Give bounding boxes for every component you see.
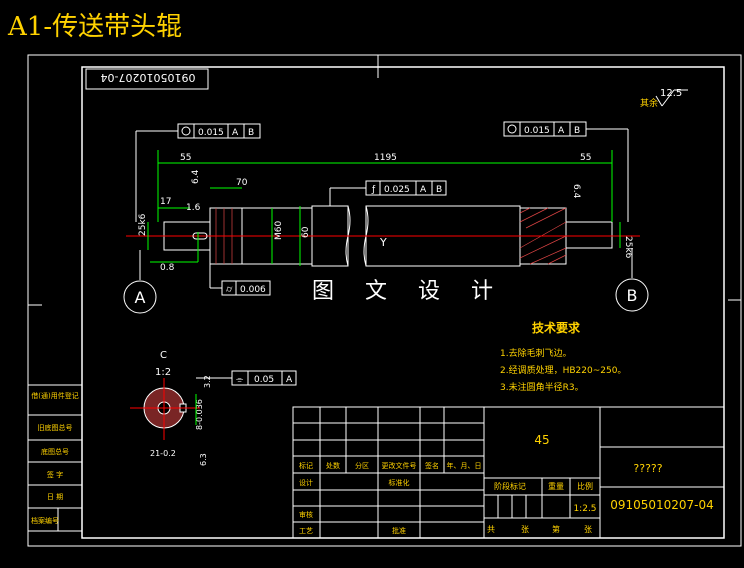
left-strip xyxy=(27,384,83,532)
datum-a: A xyxy=(135,288,146,307)
strip-4: 签 字 xyxy=(47,470,63,479)
dim-8: 8-0.036 xyxy=(195,399,204,430)
dim-55-right: 55 xyxy=(580,153,591,163)
scale-label: 比例 xyxy=(577,481,593,491)
datum-b: B xyxy=(627,286,638,305)
tolerance-frame-sym xyxy=(231,370,297,386)
svg-text:Y: Y xyxy=(379,236,387,249)
dim-0-8: 0.8 xyxy=(160,263,175,273)
rev-h6: 年、月、日 xyxy=(447,461,482,470)
svg-text:A: A xyxy=(420,185,427,195)
strip-3: 底图总号 xyxy=(41,447,69,456)
weight-label: 重量 xyxy=(548,481,564,491)
sheet-unit-1: 张 xyxy=(521,525,529,534)
datum-a-circle xyxy=(123,280,157,314)
datum-b-circle xyxy=(615,278,649,312)
rev-h4: 更改文件号 xyxy=(382,461,417,470)
datums xyxy=(123,248,649,314)
svg-text:A: A xyxy=(286,375,293,385)
roughness-symbol: 其余 12.5 xyxy=(640,88,688,109)
rev-h5: 签名 xyxy=(425,461,439,470)
strip-6: 档案编号 xyxy=(31,516,59,525)
std-label: 标准化 xyxy=(389,478,410,487)
strip-5: 日 期 xyxy=(47,493,63,501)
svg-text:A: A xyxy=(232,128,239,138)
dim-25k6-left: 25k6 xyxy=(138,213,148,236)
row-review: 审核 xyxy=(299,510,313,519)
dim-3-2: 3.2 xyxy=(203,375,212,388)
requirement-2: 2.经调质处理，HB220~250。 xyxy=(500,364,626,376)
dim-25k6-right: 25k6 xyxy=(623,236,633,259)
tolerance-frame-cyl xyxy=(209,264,271,296)
material: 45 xyxy=(534,433,549,447)
dimension-lines xyxy=(147,150,621,266)
svg-text:A: A xyxy=(558,126,565,136)
sheet-index: 第 xyxy=(552,524,560,534)
roughness-note: 其余 xyxy=(640,97,658,109)
svg-text:⌭: ⌭ xyxy=(226,285,233,295)
dim-6-4-right: 6.4 xyxy=(571,184,581,199)
runout-mid-value: 0.025 xyxy=(384,185,410,195)
part-name: ????? xyxy=(633,462,662,475)
dim-70: 70 xyxy=(236,178,248,188)
section-c: C 1:2 21-0.2 8-0.036 3.2 6.3 xyxy=(130,350,232,466)
roughness-value: 12.5 xyxy=(660,88,682,99)
row-process: 工艺 xyxy=(299,527,313,535)
rev-h3: 分区 xyxy=(355,461,369,470)
approve-label: 批准 xyxy=(392,526,406,535)
runout-right-value: 0.015 xyxy=(524,126,550,136)
dim-6-4-left: 6.4 xyxy=(191,169,201,184)
tolerance-frame-left xyxy=(135,123,261,222)
cylindricity-value: 0.006 xyxy=(240,285,266,295)
tolerance-frame-mid xyxy=(329,180,447,206)
svg-text:B: B xyxy=(436,185,442,195)
symmetry-value: 0.05 xyxy=(254,375,274,385)
rev-h2: 处数 xyxy=(326,461,340,470)
dim-60: 60 xyxy=(301,226,311,238)
svg-text:ƒ: ƒ xyxy=(371,185,376,195)
svg-text:B: B xyxy=(574,126,580,136)
keyway xyxy=(192,232,208,240)
section-scale: 1:2 xyxy=(155,367,171,378)
drawing-title: A1-传送带头辊 xyxy=(8,12,183,42)
part-code: 09105010207-04 xyxy=(610,498,714,512)
requirement-3: 3.未注圆角半径R3。 xyxy=(500,381,584,393)
runout-left-value: 0.015 xyxy=(198,128,224,138)
hatching xyxy=(215,207,567,265)
dim-17: 17 xyxy=(160,197,171,207)
tolerance-frame-right xyxy=(503,121,629,222)
dim-6-3: 6.3 xyxy=(199,453,208,466)
scale-value: 1:2.5 xyxy=(573,504,596,514)
rotated-code-box xyxy=(85,68,209,90)
svg-text:B: B xyxy=(248,128,254,138)
dim-55-left: 55 xyxy=(180,153,191,163)
strip-2: 旧底图总号 xyxy=(38,423,73,432)
title-block-grid xyxy=(292,406,725,539)
watermark: 图 文 设 计 xyxy=(312,279,505,304)
sheet-total: 共 xyxy=(487,525,495,534)
dim-1-6: 1.6 xyxy=(186,203,201,213)
rev-h1: 标记 xyxy=(299,461,313,470)
rotated-code: 09105010207-04 xyxy=(101,71,196,84)
dim-1195: 1195 xyxy=(374,153,397,163)
requirement-1: 1.去除毛刺飞边。 xyxy=(500,347,572,359)
svg-text:⌯: ⌯ xyxy=(236,375,244,385)
row-design: 设计 xyxy=(299,478,313,487)
section-c-label: C xyxy=(160,350,167,361)
dim-21: 21-0.2 xyxy=(150,449,176,458)
strip-1: 借(通)用件登记 xyxy=(31,391,78,400)
dim-m60: M60 xyxy=(274,221,284,240)
requirements-heading: 技术要求 xyxy=(532,320,581,335)
stage-label: 阶段标记 xyxy=(494,481,526,491)
sheet-unit-2: 张 xyxy=(584,525,592,534)
